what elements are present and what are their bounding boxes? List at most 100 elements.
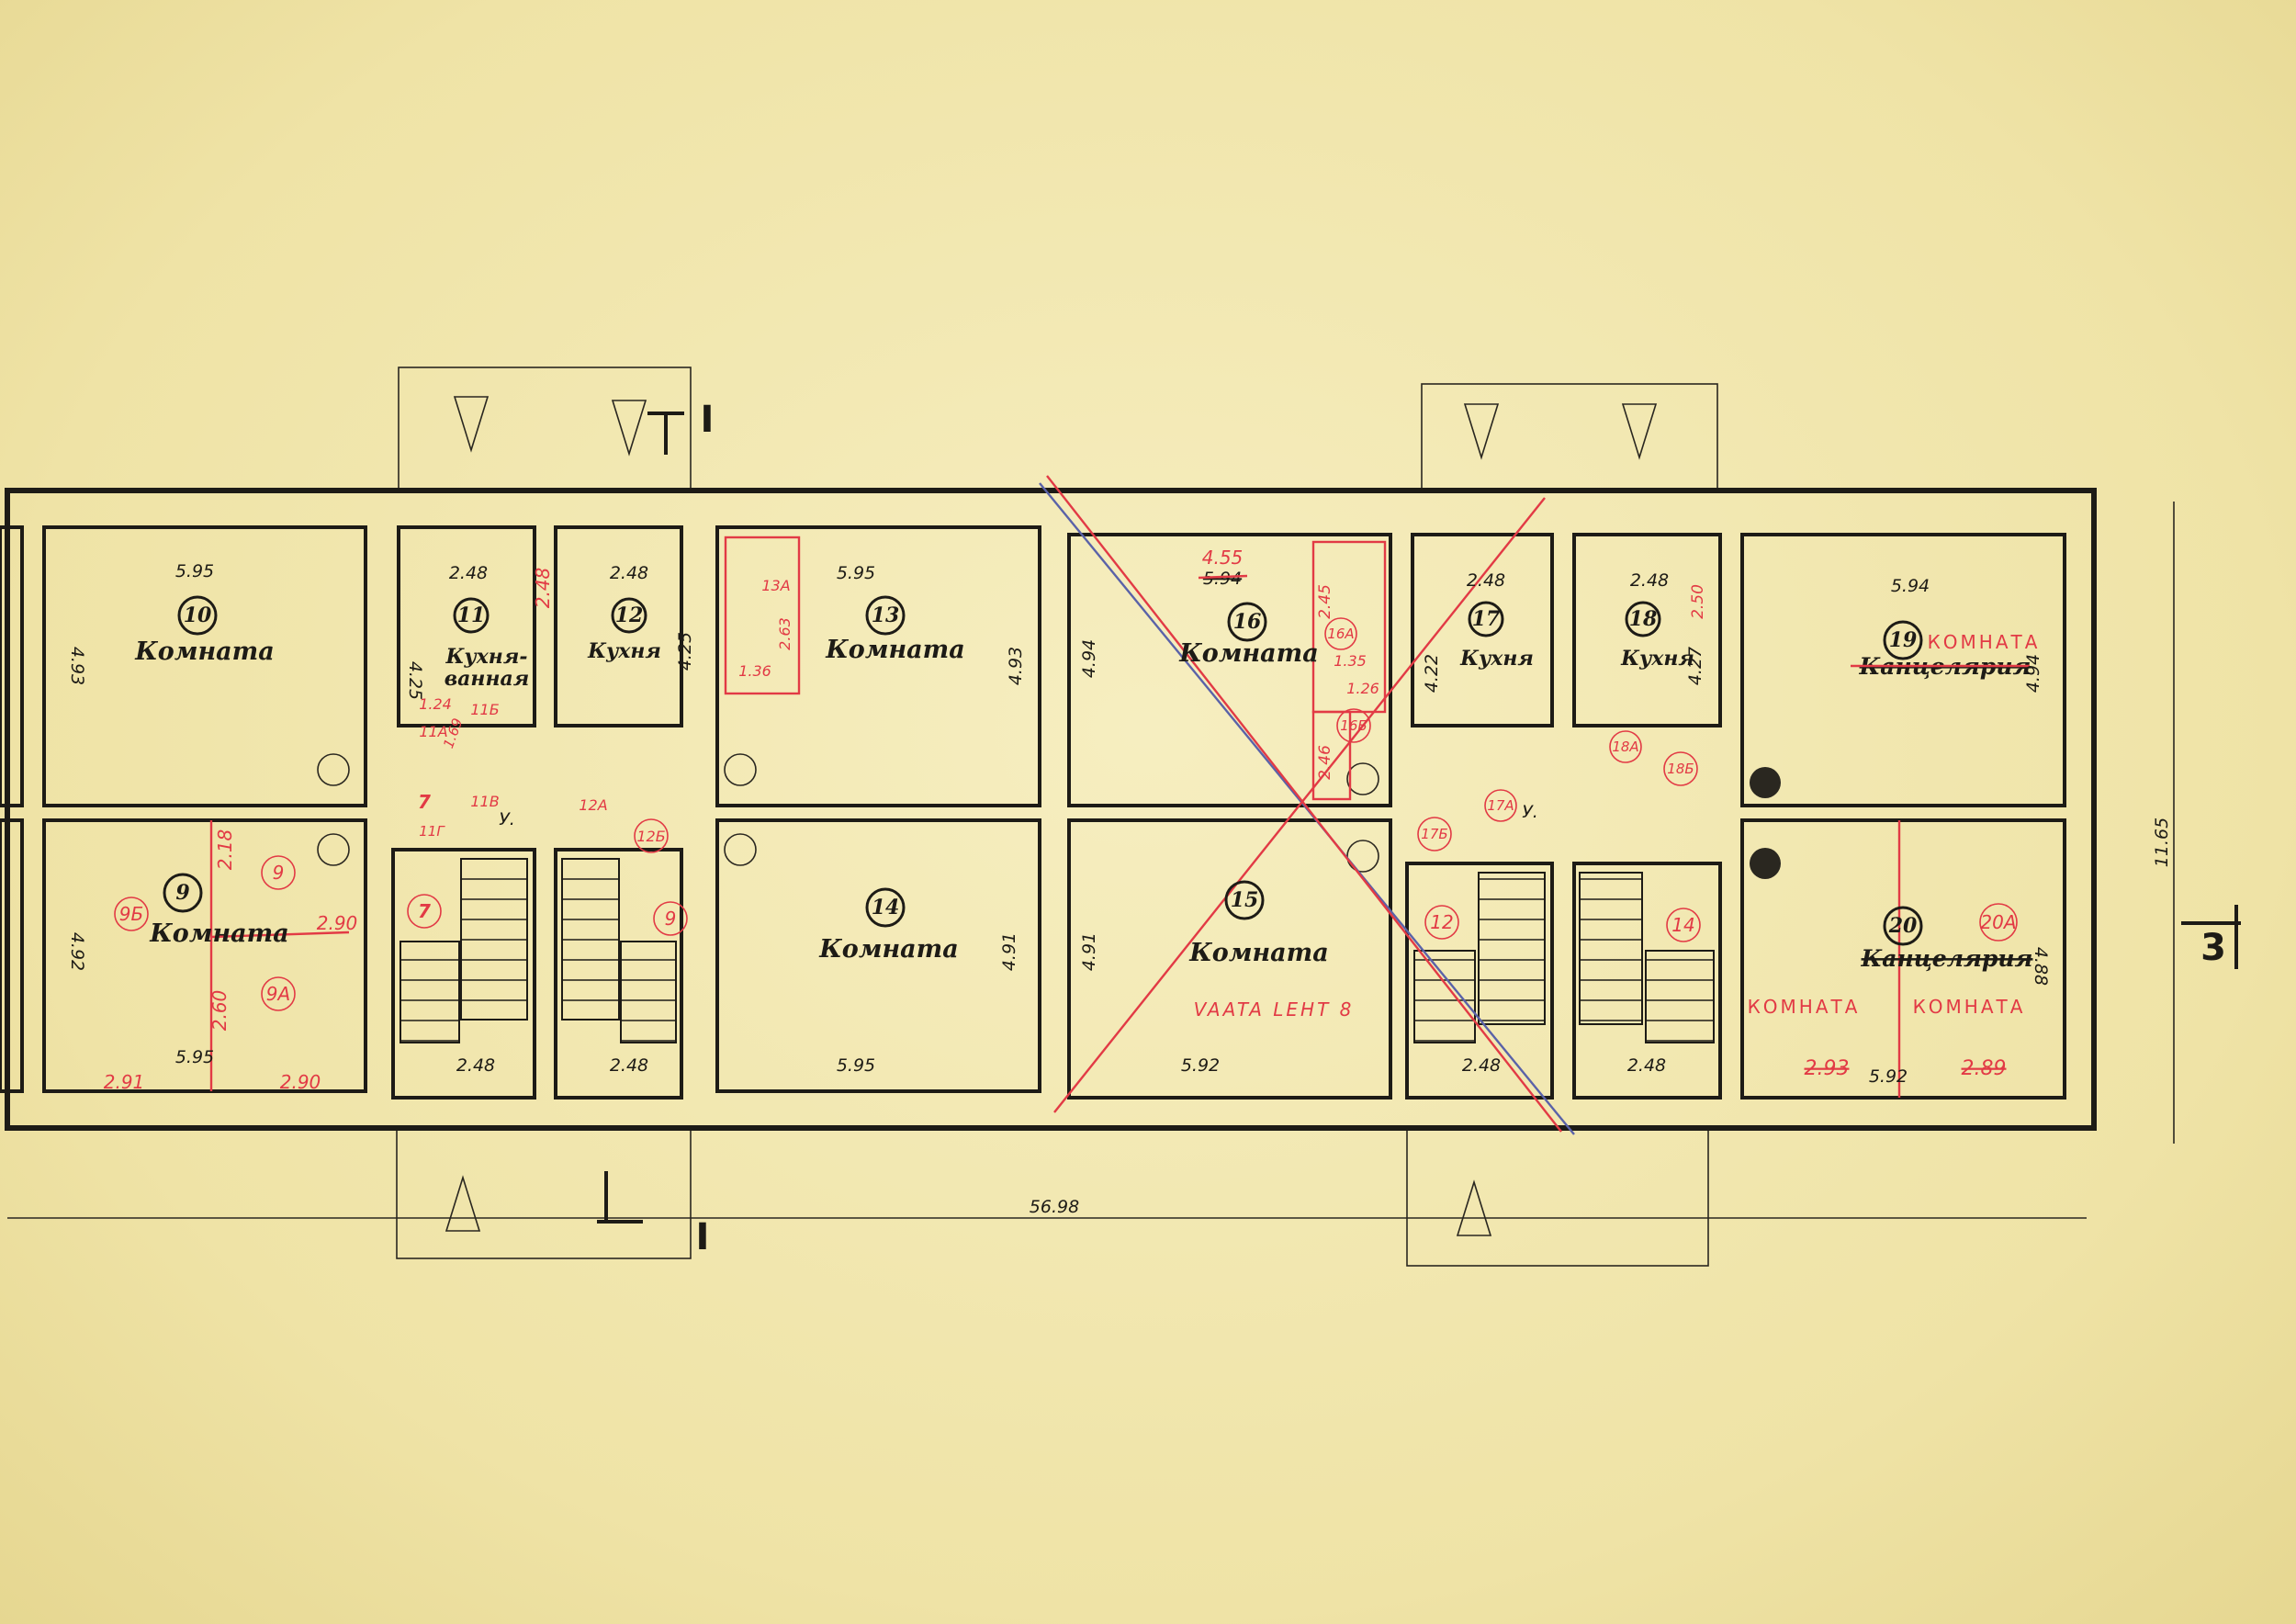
red-subroom-label: 7: [418, 791, 431, 813]
red-subroom-label: 12: [1430, 911, 1453, 933]
overall-length-label: 56.98: [1030, 1197, 1079, 1217]
red-subroom-label: 18Б: [1667, 761, 1694, 777]
room-number: 9: [175, 881, 189, 905]
room-width: 2.48: [1467, 570, 1505, 591]
room-name-struck: Канцелярия: [1861, 945, 2033, 972]
room-name: Кухня: [1620, 647, 1694, 671]
room-width: 2.48: [449, 563, 488, 583]
red-subroom-label: 11В: [470, 793, 499, 810]
room-depth: 4.25: [405, 661, 425, 700]
room-width-struck: 5.94: [1203, 569, 1242, 589]
red-subroom-label: 7: [418, 900, 431, 922]
room-number: 15: [1231, 888, 1259, 912]
red-dimension: 2.90: [317, 912, 358, 934]
red-dimension: 1.24: [419, 695, 452, 713]
see-sheet-note: VAATA LEHT 8: [1194, 998, 1355, 1021]
red-subroom-label: 9Б: [119, 903, 143, 925]
red-dimension: 2.63: [776, 617, 793, 650]
red-subroom-label: 18А: [1612, 739, 1638, 755]
red-subroom-label: 11А: [419, 723, 447, 740]
red-dimension: 2.18: [214, 829, 236, 871]
room-17: 17 Кухня 2.48 4.22 17А 17Б 12 У. 2.48: [1417, 570, 1538, 1076]
room-name: Комната: [1188, 939, 1328, 967]
stoves: [317, 753, 1781, 879]
room-width: 5.92: [1181, 1055, 1220, 1076]
overall-width-label: 11.65: [2152, 818, 2172, 867]
room-18: 18 Кухня 2.48 2.50 4.27 18А 18Б 14 2.48: [1609, 570, 1707, 1076]
room-number: 11: [457, 603, 486, 627]
room-name: Комната: [818, 935, 958, 964]
room-number: 17: [1472, 607, 1501, 631]
room-depth: 4.22: [1422, 654, 1442, 693]
cancel-line-red: [1053, 497, 1546, 1113]
red-dimension: 1.35: [1334, 652, 1367, 670]
red-dimension: 2.93: [1805, 1057, 1850, 1080]
red-subroom-label: 16А: [1327, 626, 1354, 642]
exterior-wall: [5, 488, 2097, 1131]
room-name: Кухня-: [445, 645, 528, 669]
room-number: 18: [1629, 607, 1658, 631]
room-name: Комната: [149, 919, 288, 948]
room-width: 5.92: [1869, 1066, 1908, 1087]
red-dimension: 2.46: [1316, 745, 1334, 780]
room-width: 5.95: [175, 1047, 214, 1067]
room-number: 10: [184, 603, 212, 627]
room-depth: 4.93: [67, 647, 87, 685]
red-subroom-label: 9: [273, 862, 285, 884]
room-depth: 4.92: [67, 932, 87, 971]
room-name: Комната: [1178, 639, 1318, 668]
red-dimension: 1.26: [1346, 680, 1379, 697]
room-number: 14: [872, 896, 900, 919]
room-depth: 4.94: [2023, 654, 2043, 693]
room-width: 5.95: [837, 1055, 875, 1076]
room-depth: 4.93: [1006, 647, 1026, 685]
room-depth: 4.91: [1079, 932, 1099, 971]
red-dimension: 2.50: [1689, 584, 1707, 619]
staircases: [391, 848, 1722, 1100]
room-number: 13: [872, 603, 900, 627]
room-10: 10 Комната 5.95 4.93: [67, 561, 275, 685]
room-name: Кухня: [587, 639, 661, 663]
room-new-name-left: КОМНАТА: [1748, 996, 1861, 1018]
red-dimension: 2.89: [1962, 1057, 2007, 1080]
room-walls: [42, 525, 2066, 1100]
room-14: 14 Комната 5.95 4.91: [818, 887, 1019, 1076]
red-subroom-label: 11Г: [419, 823, 445, 840]
room-new-name: КОМНАТА: [1928, 631, 2041, 653]
room-11: 11 Кухня- ванная 2.48 4.25 2.48 1.24 11Б…: [405, 563, 554, 1076]
room-depth: 4.25: [675, 632, 695, 671]
room-depth: 4.27: [1685, 647, 1705, 685]
red-dimension: 2.45: [1316, 584, 1334, 619]
stair-width: 2.48: [610, 1055, 648, 1076]
red-subroom-label: 13А: [761, 577, 790, 594]
red-dimension: 2.90: [280, 1071, 321, 1093]
red-subroom-label: 16Б: [1340, 717, 1367, 734]
room-name: Комната: [825, 636, 964, 664]
room-new-name-right: КОМНАТА: [1913, 996, 2026, 1018]
room-width: 5.95: [175, 561, 214, 581]
red-subroom-label: 9А: [266, 983, 290, 1005]
red-dimension: 2.48: [532, 568, 554, 609]
room-12: 12 Кухня 2.48 4.25 12А 12Б 9 2.48: [579, 563, 695, 1076]
red-subroom-label: 9: [665, 908, 677, 930]
room-name: Кухня: [1459, 647, 1534, 671]
red-subroom-label: 14: [1671, 914, 1694, 936]
room-depth: 4.91: [999, 932, 1019, 971]
entrance-arrows: [445, 396, 1658, 1236]
red-dimension: 2.60: [208, 990, 231, 1032]
wc-label: У.: [499, 809, 515, 829]
room-name: ванная: [445, 667, 530, 691]
stair-width: 2.48: [456, 1055, 495, 1076]
room-9: 9 Комната 5.95 4.92 2.18 9 9Б 2.90 9А 2.…: [67, 820, 357, 1093]
room-name: Комната: [134, 637, 274, 666]
wc-label: У.: [1522, 802, 1538, 822]
room-number: 16: [1233, 610, 1262, 634]
stair-width: 2.48: [1627, 1055, 1666, 1076]
room-number: 20: [1888, 914, 1918, 938]
room-number: 12: [615, 603, 644, 627]
room-number: 19: [1889, 628, 1918, 652]
red-subroom-label: 12Б: [636, 828, 665, 845]
section-marker-top: I: [701, 399, 715, 441]
